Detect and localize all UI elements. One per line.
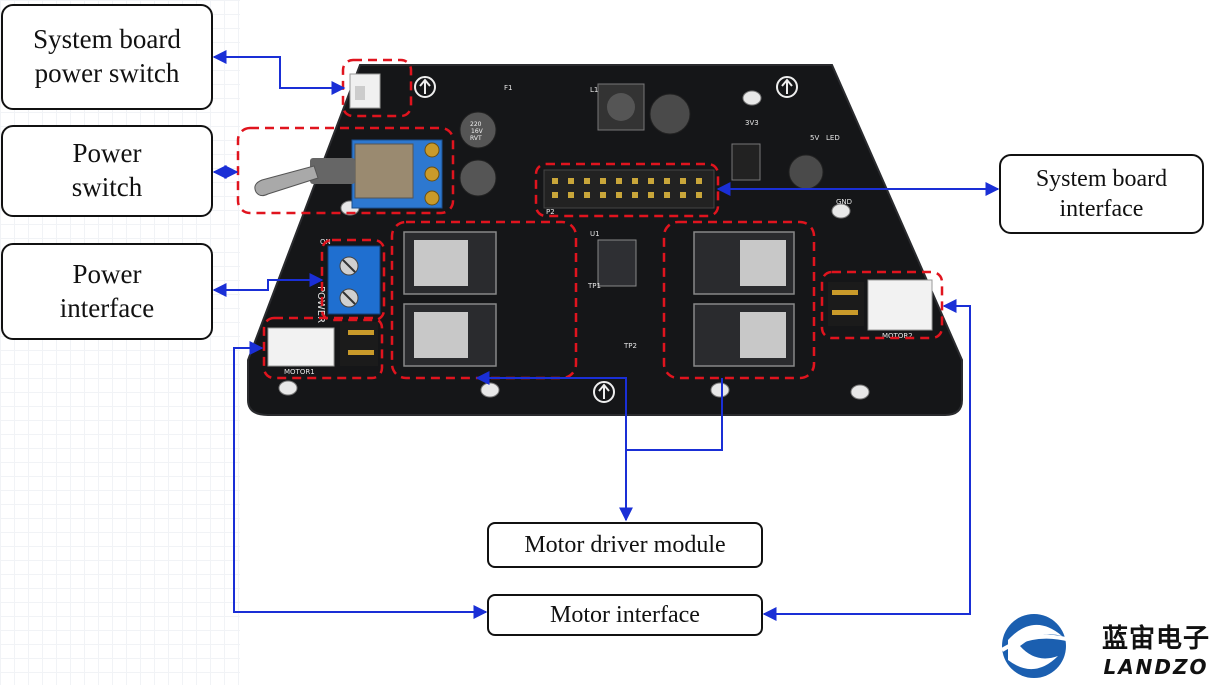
power-terminal-icon [328,246,380,314]
label-line: interface [1036,194,1167,224]
silk-u1: U1 [590,230,600,238]
header-pin [552,192,558,198]
pin-header-icon [544,170,714,208]
slide-switch-icon [350,74,380,108]
header-pin [616,178,622,184]
silk-f1: F1 [504,84,512,92]
header-pin [696,192,702,198]
label-system-board-interface: System board interface [999,154,1204,234]
label-line: interface [60,292,154,326]
header-pin [632,192,638,198]
header-pin [584,192,590,198]
silk-gnd: GND [836,198,852,206]
label-line: System board [1036,164,1167,194]
label-line: Motor driver module [524,530,725,560]
cap-text-1: 220 [470,121,482,128]
silk-5v: 5V [810,134,819,142]
header-pin [584,178,590,184]
logo-cn: 蓝宙电子 [1098,618,1214,655]
inductor-icon [598,84,644,130]
header-pin [552,178,558,184]
header-pin [648,192,654,198]
header-pin [664,192,670,198]
motor2-connector-icon [828,280,932,330]
silk-motor1: MOTOR1 [284,368,315,376]
header-pin [600,178,606,184]
label-line: Power [60,258,154,292]
header-pin [680,192,686,198]
label-power-interface: Power interface [1,243,213,340]
silk-l1: L1 [590,86,598,94]
header-pin [616,192,622,198]
logo-text: 蓝宙电子 LANDZO [1098,618,1214,679]
label-system-board-power-switch: System board power switch [1,4,213,110]
silk-tp2: TP2 [623,342,637,350]
header-pin [568,192,574,198]
header-pin [568,178,574,184]
logo-en: LANDZO [1098,655,1214,679]
landzo-logo-icon [1002,614,1070,678]
header-pin [648,178,654,184]
label-line: Motor interface [550,600,700,630]
cap-text-3: RVT [470,135,482,142]
header-pin [632,178,638,184]
ic-chip-icon [598,240,636,286]
label-motor-interface: Motor interface [487,594,763,636]
header-pin [600,192,606,198]
label-power-switch: Power switch [1,125,213,217]
motor1-connector-icon [268,322,378,366]
label-line: switch [72,171,143,205]
header-pin [664,178,670,184]
silk-led: LED [826,134,840,142]
label-line: power switch [33,57,181,91]
label-line: Power [72,137,143,171]
label-motor-driver-module: Motor driver module [487,522,763,568]
label-line: System board [33,23,181,57]
cap-text-2: 16V [471,128,484,135]
header-pin [680,178,686,184]
silk-tp1: TP1 [587,282,601,290]
header-pin [696,178,702,184]
silk-3v3: 3V3 [745,119,759,127]
